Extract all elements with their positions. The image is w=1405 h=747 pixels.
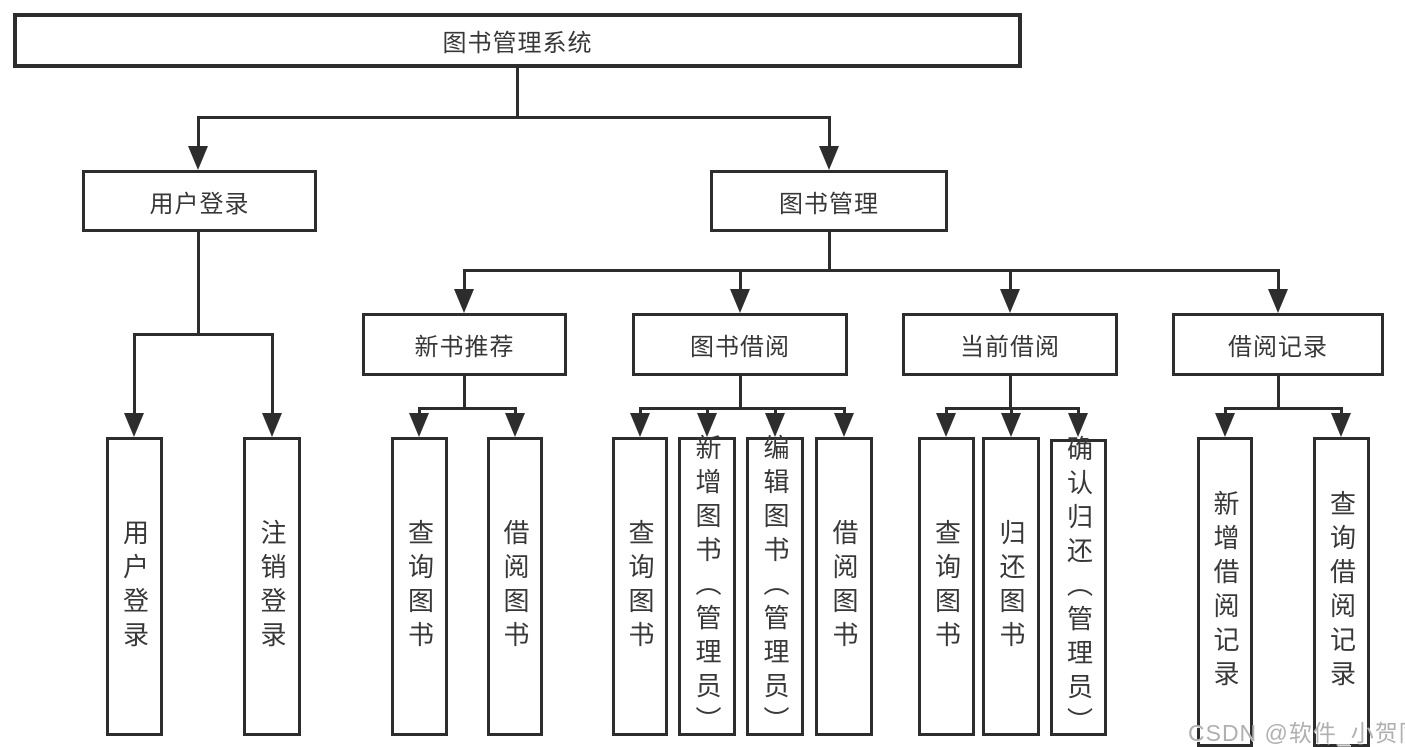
connector-line (828, 117, 831, 152)
connector-line (774, 407, 777, 416)
arrow-down-icon (505, 413, 525, 437)
arrow-down-icon (630, 413, 650, 437)
arrow-down-icon (1000, 289, 1020, 313)
arrow-down-icon (697, 413, 717, 437)
node-label: 查询图书 (404, 518, 435, 655)
node-label: 用户登录 (149, 190, 250, 218)
arrow-down-icon (730, 289, 750, 313)
node-label: 查询图书 (625, 518, 655, 655)
node-label: 查询图书 (931, 518, 962, 655)
connector-line (1224, 407, 1343, 410)
arrow-down-icon (1068, 413, 1088, 437)
node-label: 新书推荐 (414, 334, 515, 361)
connector-line (739, 375, 742, 409)
node-leaf-query-books-borrow: 查询图书 (612, 437, 668, 736)
node-leaf-borrow-books-recommend: 借阅图书 (487, 437, 543, 736)
connector-line (1077, 407, 1080, 416)
arrow-down-icon (1331, 413, 1351, 437)
arrow-down-icon (262, 413, 282, 437)
node-label: 归还图书 (996, 518, 1026, 655)
node-label: 确认归还（管理员） (1063, 434, 1094, 741)
node-book-management: 图书管理 (710, 170, 948, 232)
node-leaf-query-books-current: 查询图书 (918, 437, 975, 736)
arrow-down-icon (834, 413, 854, 437)
node-leaf-confirm-return-admin: 确认归还（管理员） (1050, 435, 1107, 741)
connector-line (514, 407, 517, 416)
connector-line (463, 375, 466, 409)
node-library-system: 图书管理系统 (13, 13, 1022, 68)
connector-line (271, 334, 274, 416)
node-leaf-logout: 注销登录 (243, 437, 301, 736)
node-label: 借阅图书 (829, 518, 859, 655)
node-leaf-query-borrow-record: 查询借阅记录 (1313, 437, 1370, 747)
node-label: 用户登录 (119, 518, 150, 655)
connector-line (843, 407, 846, 416)
arrow-down-icon (409, 413, 429, 437)
connector-line (197, 117, 200, 152)
connector-line (739, 270, 742, 292)
node-leaf-query-books-recommend: 查询图书 (391, 437, 448, 736)
arrow-down-icon (936, 413, 956, 437)
arrow-down-icon (819, 146, 839, 170)
arrow-down-icon (1215, 413, 1235, 437)
node-leaf-add-books-admin: 新增图书（管理员） (678, 434, 736, 740)
csdn-watermark: CSDN @软件_小贺同学 (1188, 720, 1405, 746)
node-label: 新增借阅记录 (1210, 490, 1240, 694)
connector-line (1277, 375, 1280, 409)
arrow-down-icon (765, 413, 785, 437)
node-book-borrowing: 图书借阅 (632, 313, 848, 376)
connector-line (418, 407, 517, 410)
connector-line (197, 231, 200, 336)
connector-line (463, 270, 466, 292)
node-user-login: 用户登录 (82, 170, 317, 232)
node-label: 新增图书（管理员） (692, 433, 722, 740)
arrow-down-icon (454, 289, 474, 313)
node-label: 图书借阅 (690, 334, 790, 361)
arrow-down-icon (188, 146, 208, 170)
connector-line (1009, 375, 1012, 409)
connector-line (463, 269, 1280, 272)
node-leaf-return-books: 归还图书 (982, 437, 1040, 736)
connector-line (197, 116, 831, 119)
node-label: 注销登录 (257, 518, 287, 655)
connector-line (516, 67, 519, 118)
connector-line (1009, 270, 1012, 292)
connector-line (133, 333, 274, 336)
node-new-book-recommend: 新书推荐 (362, 313, 567, 376)
node-label: 编辑图书（管理员） (760, 433, 790, 740)
node-leaf-edit-books-admin: 编辑图书（管理员） (746, 434, 804, 740)
node-current-borrowing: 当前借阅 (902, 313, 1118, 376)
connector-line (945, 407, 948, 416)
connector-line (639, 407, 845, 410)
arrow-down-icon (1001, 413, 1021, 437)
connector-line (706, 407, 709, 416)
connector-line (133, 334, 136, 416)
connector-line (1340, 407, 1343, 416)
connector-line (1277, 270, 1280, 292)
node-borrowing-records: 借阅记录 (1172, 313, 1384, 376)
arrow-down-icon (124, 413, 144, 437)
node-label: 借阅图书 (500, 518, 530, 655)
connector-line (1224, 407, 1227, 416)
node-label: 借阅记录 (1228, 334, 1328, 361)
connector-line (1010, 407, 1013, 416)
node-label: 当前借阅 (960, 334, 1060, 361)
node-leaf-add-borrow-record: 新增借阅记录 (1197, 437, 1253, 747)
connector-line (639, 407, 642, 416)
connector-line (828, 231, 831, 271)
connector-line (418, 407, 421, 416)
arrow-down-icon (1268, 289, 1288, 313)
node-leaf-borrow-books: 借阅图书 (815, 437, 873, 736)
node-label: 查询借阅记录 (1326, 490, 1357, 694)
node-label: 图书管理 (779, 190, 879, 218)
node-leaf-user-login: 用户登录 (106, 437, 163, 736)
node-label: 图书管理系统 (442, 30, 593, 57)
